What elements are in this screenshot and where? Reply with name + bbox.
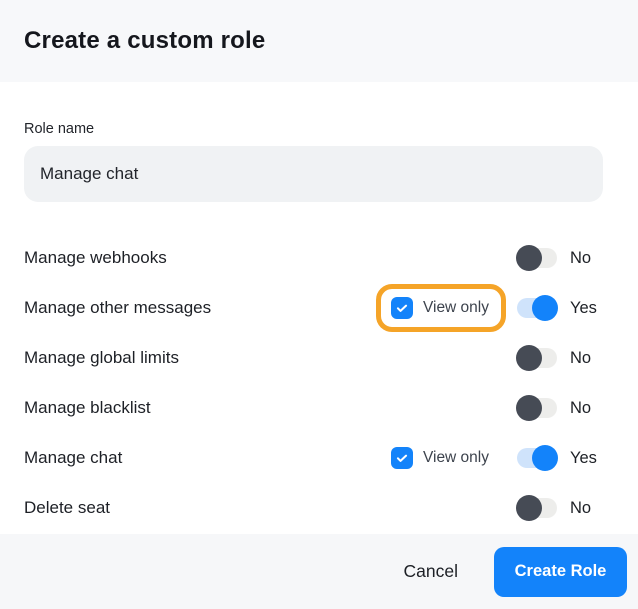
- toggle-knob: [516, 345, 542, 371]
- permission-row: Manage other messages View only Yes: [24, 283, 602, 333]
- permission-row: Manage chat View only Yes: [24, 433, 602, 483]
- permission-label: Manage other messages: [24, 298, 212, 317]
- checkmark-icon: [396, 454, 408, 462]
- view-only-label: View only: [422, 449, 489, 466]
- permission-toggle[interactable]: [516, 495, 558, 521]
- dialog-header: Create a custom role: [0, 0, 638, 82]
- permission-row: Manage global limits No: [24, 333, 602, 383]
- permission-label: Manage global limits: [24, 348, 179, 367]
- toggle-state-label: Yes: [570, 448, 597, 467]
- toggle-state-label: No: [570, 398, 592, 417]
- permissions-list: Manage webhooks No Manage other messages…: [24, 233, 614, 533]
- permission-toggle[interactable]: [516, 445, 558, 471]
- toggle-knob: [516, 395, 542, 421]
- permission-row: Delete seat No: [24, 483, 602, 533]
- view-only-checkbox[interactable]: [390, 447, 413, 469]
- view-only-label: View only: [422, 299, 489, 316]
- checkmark-icon: [396, 304, 408, 312]
- permission-label: Manage chat: [24, 448, 123, 467]
- toggle-knob: [532, 445, 558, 471]
- permission-toggle[interactable]: [516, 245, 558, 271]
- view-only-checkbox-group[interactable]: View only: [376, 434, 506, 482]
- view-only-checkbox-group[interactable]: View only: [375, 284, 506, 332]
- permission-row: Manage blacklist No: [24, 383, 602, 433]
- dialog-footer: Cancel Create Role: [0, 534, 638, 609]
- dialog-title: Create a custom role: [24, 27, 266, 54]
- permission-toggle[interactable]: [516, 295, 558, 321]
- toggle-state-label: Yes: [570, 298, 597, 317]
- permission-row: Manage webhooks No: [24, 233, 602, 283]
- toggle-state-label: No: [570, 348, 592, 367]
- permission-label: Manage webhooks: [24, 248, 167, 267]
- view-only-checkbox[interactable]: [390, 297, 413, 319]
- permission-toggle[interactable]: [516, 395, 558, 421]
- create-role-button[interactable]: Create Role: [494, 546, 627, 597]
- permission-label: Delete seat: [24, 498, 110, 517]
- toggle-knob: [516, 495, 542, 521]
- cancel-button[interactable]: Cancel: [400, 553, 462, 590]
- role-name-input[interactable]: [24, 146, 603, 202]
- dialog-body: Role name Manage webhooks No Manage othe…: [0, 82, 638, 534]
- permission-label: Manage blacklist: [24, 398, 151, 417]
- role-name-label: Role name: [24, 121, 95, 137]
- permission-toggle[interactable]: [516, 345, 558, 371]
- toggle-state-label: No: [570, 248, 592, 267]
- toggle-knob: [516, 245, 542, 271]
- toggle-knob: [532, 295, 558, 321]
- toggle-state-label: No: [570, 498, 592, 517]
